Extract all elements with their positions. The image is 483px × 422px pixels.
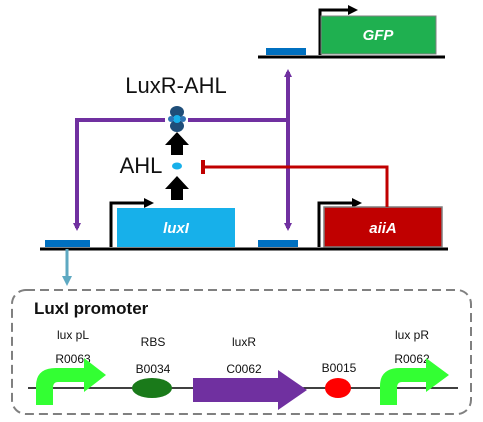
- lux-pl-id: R0063: [55, 352, 91, 366]
- aiia-inhibition-arrow: [204, 165, 389, 207]
- terminator-icon: [325, 378, 351, 398]
- aiia-gene: [323, 206, 443, 248]
- ahl-binding-arrow: [165, 132, 189, 155]
- aiia-transcription-start-arrow: [317, 198, 362, 247]
- ahl-production-arrows: [165, 132, 189, 200]
- terminator-id: B0015: [322, 361, 357, 375]
- luxr-ahl-complex-icon: [168, 106, 186, 132]
- aiia-gene-label: aiiA: [369, 220, 397, 237]
- luxr-ahl-label: LuxR-AHL: [125, 73, 226, 98]
- gfp-transcription-start-arrow: [318, 5, 358, 55]
- luxr-id: C0062: [226, 362, 262, 376]
- luxr-coding-arrow: [193, 370, 307, 410]
- activation-arrow-luxi: [73, 118, 165, 231]
- rbs-name: RBS: [141, 335, 166, 349]
- promoter-box-title: LuxI promoter: [34, 299, 149, 318]
- luxr-ahl-activation-paths: [73, 69, 292, 231]
- gfp-gene-label: GFP: [363, 27, 395, 44]
- main-construct: luxI aiiA: [40, 198, 448, 251]
- luxi-gene-label: luxI: [163, 220, 190, 237]
- lux-pl-promoter-arrow: [36, 358, 106, 405]
- lux-pr-promoter-arrow: [380, 358, 449, 405]
- gfp-construct: GFP: [258, 5, 445, 59]
- lux-pl-name: lux pL: [57, 328, 89, 342]
- luxi-transcription-start-arrow: [109, 198, 154, 247]
- luxi-promoter-detail-box: LuxI promoter lux pL R0063 RBS B0034 lux…: [11, 289, 472, 415]
- luxi-gene: [117, 208, 235, 247]
- gfp-gene: [320, 15, 437, 55]
- luxr-name: luxR: [232, 335, 256, 349]
- gfp-promoter: [266, 48, 306, 55]
- ahl-label: AHL: [120, 153, 163, 178]
- lux-pr-name: lux pR: [395, 328, 429, 342]
- rbs-icon: [132, 378, 172, 398]
- rbs-id: B0034: [136, 362, 171, 376]
- luxi-promoter: [45, 240, 90, 247]
- ahl-synthesis-arrow: [165, 176, 189, 200]
- aiia-promoter: [258, 240, 298, 247]
- ahl-molecule-icon: [172, 162, 182, 170]
- lux-pr-id: R0062: [394, 352, 430, 366]
